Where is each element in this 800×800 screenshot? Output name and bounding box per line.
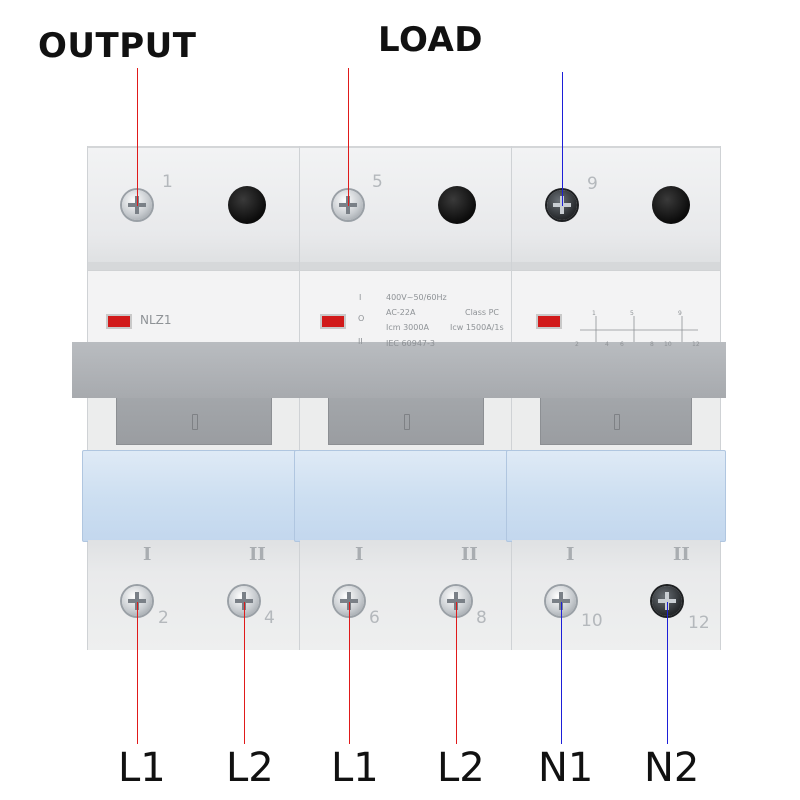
spec-voltage: 400V~50/60Hz: [386, 293, 447, 302]
spec-class: Class PC: [465, 308, 499, 317]
wire-l1-module-1: [137, 602, 138, 744]
roman-two-3: II: [673, 544, 690, 565]
switch-mark-one: I: [359, 293, 362, 302]
diagram-label-2: 2: [575, 341, 579, 348]
terminal-number-5: 5: [372, 172, 383, 192]
indicator-light-1: [106, 314, 132, 329]
module-2-face: [300, 270, 512, 343]
switch-mark-off: O: [358, 314, 365, 323]
module-3-face: [512, 270, 720, 343]
spec-category: AC-22A: [386, 308, 416, 317]
terminal-number-12: 12: [688, 613, 710, 633]
label-l2-module-1: L2: [226, 745, 274, 791]
label-l1-module-2: L1: [331, 745, 379, 791]
module-2-top-block: [300, 146, 512, 272]
terminal-hole-1: [228, 186, 266, 224]
module-2-cover[interactable]: [294, 450, 518, 542]
terminal-number-9: 9: [587, 174, 598, 194]
terminal-hole-9: [652, 186, 690, 224]
terminal-number-2: 2: [158, 608, 169, 628]
load-wire: [348, 68, 349, 206]
roman-one-2: I: [355, 544, 364, 565]
switch-mark-two: II: [358, 337, 363, 346]
indicator-light-2: [320, 314, 346, 329]
module-2: [294, 146, 518, 650]
indicator-light-3: [536, 314, 562, 329]
diagram-label-12: 12: [692, 341, 700, 348]
module-3-toggle[interactable]: [540, 398, 692, 445]
module-1-toggle[interactable]: [116, 398, 272, 445]
wire-l2-module-1: [244, 602, 245, 744]
spec-standard: IEC 60947-3: [386, 339, 435, 348]
wiring-diagram: 1 5 9 2 4 6 8 10 12: [575, 310, 700, 348]
diagram-label-10: 10: [664, 341, 672, 348]
diagram-label-6: 6: [620, 341, 624, 348]
output-wire: [137, 68, 138, 206]
output-label: OUTPUT: [38, 26, 197, 66]
module-3-handle[interactable]: [506, 342, 726, 398]
diagram-label-4: 4: [605, 341, 609, 348]
roman-two-1: II: [249, 544, 266, 565]
wire-n2: [667, 602, 668, 744]
wire-n1: [561, 602, 562, 744]
transfer-switch: [72, 146, 726, 650]
module-1-bottom-block: [88, 540, 300, 650]
model-name: NLZ1: [140, 313, 172, 327]
terminal-number-4: 4: [264, 608, 275, 628]
module-1-cover[interactable]: [82, 450, 306, 542]
module-2-bottom-block: [300, 540, 512, 650]
module-1-handle[interactable]: [72, 342, 306, 398]
diagram-label-5: 5: [630, 310, 634, 317]
roman-one-1: I: [143, 544, 152, 565]
module-2-toggle[interactable]: [328, 398, 484, 445]
label-n1: N1: [538, 745, 594, 791]
label-n2: N2: [644, 745, 700, 791]
diagram-label-1: 1: [592, 310, 596, 317]
diagram-label-8: 8: [650, 341, 654, 348]
terminal-number-6: 6: [369, 608, 380, 628]
label-l1-module-1: L1: [118, 745, 166, 791]
terminal-number-1: 1: [162, 172, 173, 192]
roman-two-2: II: [461, 544, 478, 565]
module-1: [72, 146, 306, 650]
terminal-hole-5: [438, 186, 476, 224]
spec-icw: Icw 1500A/1s: [450, 323, 504, 332]
terminal-number-8: 8: [476, 608, 487, 628]
module-1-face: [88, 270, 300, 343]
module-3: [506, 146, 726, 650]
label-l2-module-2: L2: [437, 745, 485, 791]
module-1-top-block: [88, 146, 300, 272]
terminal-number-10: 10: [581, 611, 603, 631]
diagram-label-9: 9: [678, 310, 682, 317]
neutral-top-wire: [562, 72, 563, 206]
module-2-handle[interactable]: [294, 342, 518, 398]
module-3-cover[interactable]: [506, 450, 726, 542]
spec-icm: Icm 3000A: [386, 323, 429, 332]
wire-l1-module-2: [349, 602, 350, 744]
wire-l2-module-2: [456, 602, 457, 744]
roman-one-3: I: [566, 544, 575, 565]
load-label: LOAD: [378, 20, 483, 60]
